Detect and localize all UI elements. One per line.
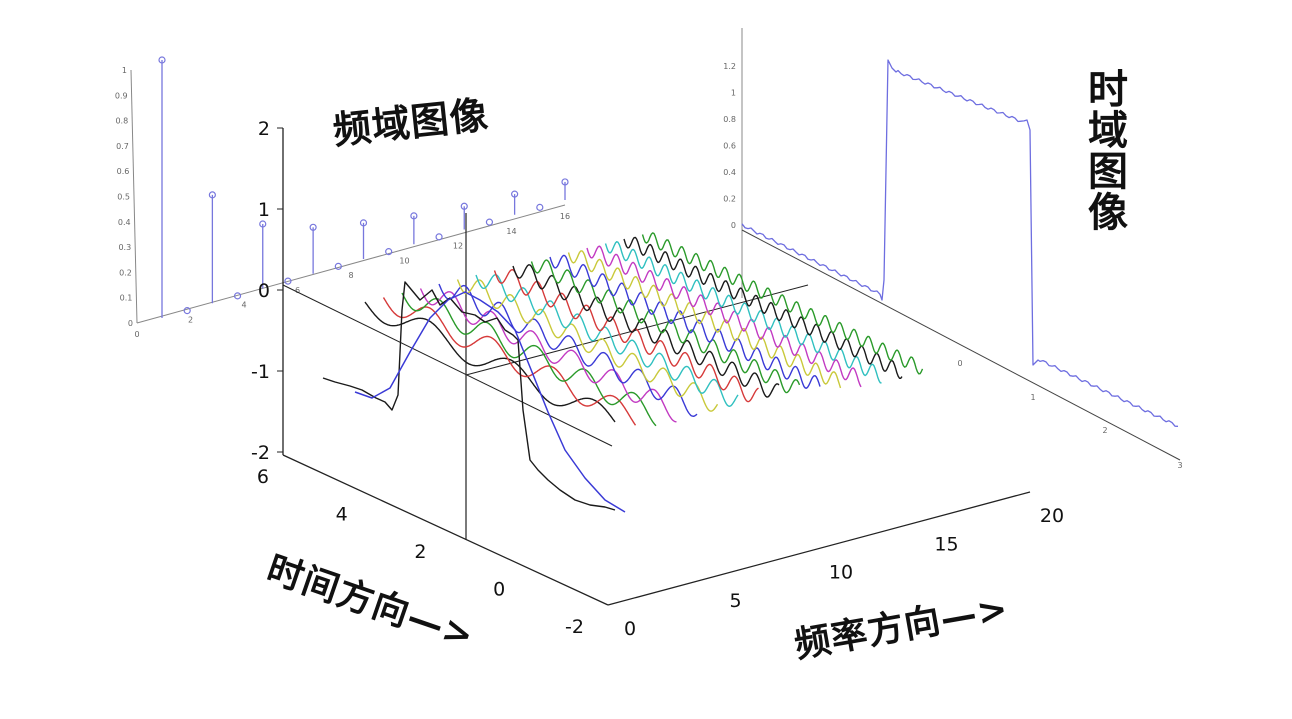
harmonic-wave bbox=[641, 232, 924, 375]
time-domain-label: 时域图像 bbox=[1081, 68, 1127, 232]
sum-curves bbox=[322, 281, 626, 513]
spectrum-x-tick: 0 bbox=[134, 330, 139, 339]
spectrum-stem-marker bbox=[561, 178, 569, 186]
spectrum-stem-marker bbox=[183, 307, 191, 315]
frequency-axis bbox=[607, 491, 1031, 606]
time-domain-square-wave-plot: 0 0.2 0.4 0.6 0.8 1 1.2 0 1 2 3 bbox=[723, 28, 1183, 470]
spectrum-stem-marker bbox=[385, 248, 393, 256]
freq-tick-label: 0 bbox=[624, 618, 636, 640]
spectrum-stem-marker bbox=[435, 233, 443, 241]
z-tick-label: -2 bbox=[251, 442, 270, 464]
harmonic-wave bbox=[401, 292, 657, 427]
spectrum-y-tick: 0 bbox=[128, 319, 133, 328]
time-y-tick: 0.8 bbox=[723, 115, 736, 124]
time-tick-label: 0 bbox=[493, 579, 505, 601]
harmonic-wave bbox=[382, 297, 637, 426]
square-wave-curve bbox=[741, 59, 1179, 427]
harmonic-wave bbox=[364, 301, 616, 423]
harmonic-wave bbox=[456, 279, 719, 412]
spectrum-x-tick: 14 bbox=[506, 227, 516, 236]
spectrum-y-tick: 0.7 bbox=[116, 142, 129, 151]
spectrum-stem-marker bbox=[259, 220, 267, 228]
time-axis bbox=[282, 454, 609, 606]
freq-tick-label: 5 bbox=[729, 590, 741, 612]
z-tick-label: -1 bbox=[251, 361, 270, 383]
harmonic-wave bbox=[530, 259, 801, 394]
spectrum-y-tick: 0.9 bbox=[115, 91, 128, 100]
spectrum-y-axis bbox=[130, 69, 138, 324]
spectrum-y-tick: 0.8 bbox=[115, 117, 128, 126]
time-x-tick: 0 bbox=[957, 359, 962, 368]
spectrum-y-tick: 0.3 bbox=[118, 243, 131, 252]
time-y-tick: 0.4 bbox=[723, 168, 736, 177]
spectrum-x-tick: 8 bbox=[348, 271, 353, 280]
spectrum-stem-marker bbox=[284, 277, 292, 285]
spectrum-stem-plot: 00.10.20.30.40.50.60.70.80.9102468101214… bbox=[115, 56, 570, 339]
harmonic-wave bbox=[604, 240, 882, 384]
harmonic-wave bbox=[623, 236, 903, 379]
time-x-tick: 1 bbox=[1030, 393, 1035, 402]
harmonic-wave bbox=[549, 254, 821, 389]
sum-curve-blue bbox=[354, 291, 626, 513]
z-tick-label: 2 bbox=[258, 118, 270, 140]
spectrum-stem-marker bbox=[536, 203, 544, 211]
spectrum-x-tick: 12 bbox=[453, 242, 463, 251]
spectrum-stem-marker bbox=[460, 202, 468, 210]
z-tick-label: 0 bbox=[258, 280, 270, 302]
spectrum-y-tick: 0.1 bbox=[120, 294, 133, 303]
spectrum-y-tick: 0.2 bbox=[119, 268, 132, 277]
spectrum-y-tick: 0.6 bbox=[117, 167, 130, 176]
time-y-tick: 0.6 bbox=[723, 142, 736, 151]
time-y-tick: 1.2 bbox=[723, 62, 736, 71]
spectrum-x-tick: 10 bbox=[399, 256, 409, 265]
spectrum-y-tick: 1 bbox=[122, 66, 127, 75]
time-tick-label: -2 bbox=[565, 616, 584, 638]
spectrum-y-tick: 0.4 bbox=[118, 218, 131, 227]
spectrum-stem-marker bbox=[208, 191, 216, 199]
freq-tick-label: 10 bbox=[829, 562, 853, 584]
harmonic-wave bbox=[438, 283, 698, 417]
time-x-tick: 3 bbox=[1177, 461, 1182, 470]
spectrum-x-tick: 16 bbox=[560, 212, 570, 221]
time-y-tick: 0 bbox=[731, 221, 736, 230]
harmonic-wave bbox=[567, 250, 842, 389]
time-tick-label: 2 bbox=[414, 541, 426, 563]
harmonic-wave bbox=[475, 274, 739, 407]
time-x-axis bbox=[741, 229, 1181, 461]
base-diagonal bbox=[282, 284, 613, 447]
z-tick-label: 1 bbox=[258, 199, 270, 221]
spectrum-x-axis bbox=[136, 204, 566, 324]
freq-tick-label: 15 bbox=[934, 533, 958, 555]
time-x-tick: 2 bbox=[1102, 426, 1107, 435]
harmonic-wave bbox=[493, 269, 759, 403]
spectrum-stem-marker bbox=[309, 223, 317, 231]
harmonic-wave bbox=[512, 264, 780, 398]
spectrum-x-tick: 2 bbox=[188, 315, 193, 324]
harmonic-waves bbox=[364, 232, 924, 427]
spectrum-stem-marker bbox=[334, 262, 342, 270]
time-tick-label: 4 bbox=[336, 504, 348, 526]
spectrum-stem-marker bbox=[158, 56, 166, 64]
time-y-tick: 1 bbox=[731, 89, 736, 98]
harmonic-wave bbox=[586, 245, 862, 388]
spectrum-stem-marker bbox=[410, 212, 418, 220]
spectrum-x-tick: 4 bbox=[241, 301, 246, 310]
spectrum-stem-marker bbox=[359, 219, 368, 227]
spectrum-stem-marker bbox=[233, 292, 242, 300]
spectrum-y-tick: 0.5 bbox=[117, 193, 130, 202]
freq-tick-label: 20 bbox=[1040, 505, 1064, 527]
sum-curve-black bbox=[322, 281, 616, 511]
time-tick-label: 6 bbox=[257, 466, 269, 488]
spectrum-stem-marker bbox=[511, 190, 519, 198]
spectrum-x-tick: 6 bbox=[295, 286, 300, 295]
time-y-tick: 0.2 bbox=[723, 195, 736, 204]
spectrum-stem-marker bbox=[485, 218, 494, 226]
